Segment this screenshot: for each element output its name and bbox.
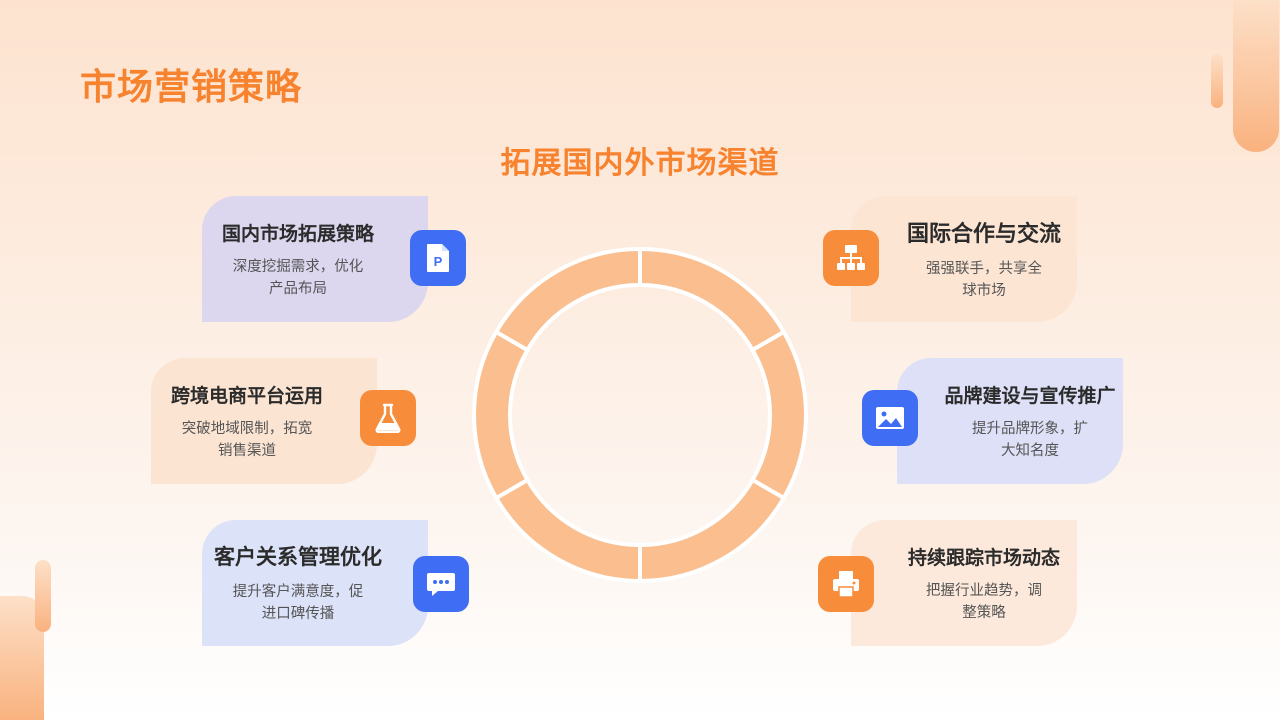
card-desc: 强强联手，共享全球市场 xyxy=(926,261,1042,299)
card-desc: 把握行业趋势，调整策略 xyxy=(926,582,1042,621)
ring-segment xyxy=(749,329,808,501)
ring-segment xyxy=(638,477,787,583)
card-title: 持续跟踪市场动态 xyxy=(908,546,1061,569)
ring-segment xyxy=(493,247,642,353)
card-title: 跨境电商平台运用 xyxy=(171,384,324,407)
card-desc: 突破地域限制，拓宽销售渠道 xyxy=(181,420,313,459)
card-international-cooperation: 国际合作与交流 强强联手，共享全球市场 xyxy=(851,196,1077,322)
card-desc: 提升客户满意度，促进口碑传播 xyxy=(232,584,364,622)
page-title: 市场营销策略 xyxy=(80,67,303,108)
card-title: 品牌建设与宣传推广 xyxy=(944,384,1116,407)
card-title: 国际合作与交流 xyxy=(907,222,1062,247)
ring-diagram xyxy=(472,247,808,583)
card-market-tracking: 持续跟踪市场动态 把握行业趋势，调整策略 xyxy=(851,520,1077,646)
svg-text:P: P xyxy=(434,254,443,269)
ring-segment xyxy=(638,247,787,353)
card-title: 客户关系管理优化 xyxy=(214,545,382,569)
card-title: 国内市场拓展策略 xyxy=(222,222,375,245)
printer-icon xyxy=(818,556,874,612)
card-brand-building: 品牌建设与宣传推广 提升品牌形象，扩大知名度 xyxy=(897,358,1123,484)
card-domestic-market: 国内市场拓展策略 深度挖掘需求，优化产品布局 xyxy=(202,196,428,322)
flask-icon xyxy=(360,390,416,446)
ring-segments xyxy=(472,247,808,583)
chat-bubble-icon xyxy=(413,556,469,612)
image-icon xyxy=(862,390,918,446)
ring-segment xyxy=(493,477,642,583)
document-p-icon: P xyxy=(410,230,466,286)
decor-pill-bottom-left-small xyxy=(35,560,51,632)
ring-segment xyxy=(472,329,531,501)
card-desc: 深度挖掘需求，优化产品布局 xyxy=(232,258,364,297)
card-cross-border-ecommerce: 跨境电商平台运用 突破地域限制，拓宽销售渠道 xyxy=(151,358,377,484)
decor-pill-top-right-small xyxy=(1211,54,1223,108)
card-crm-optimization: 客户关系管理优化 提升客户满意度，促进口碑传播 xyxy=(202,520,428,646)
section-title: 拓展国内外市场渠道 xyxy=(500,146,780,181)
decor-pill-top-right xyxy=(1233,0,1279,152)
card-desc: 提升品牌形象，扩大知名度 xyxy=(972,420,1088,459)
org-chart-icon xyxy=(823,230,879,286)
